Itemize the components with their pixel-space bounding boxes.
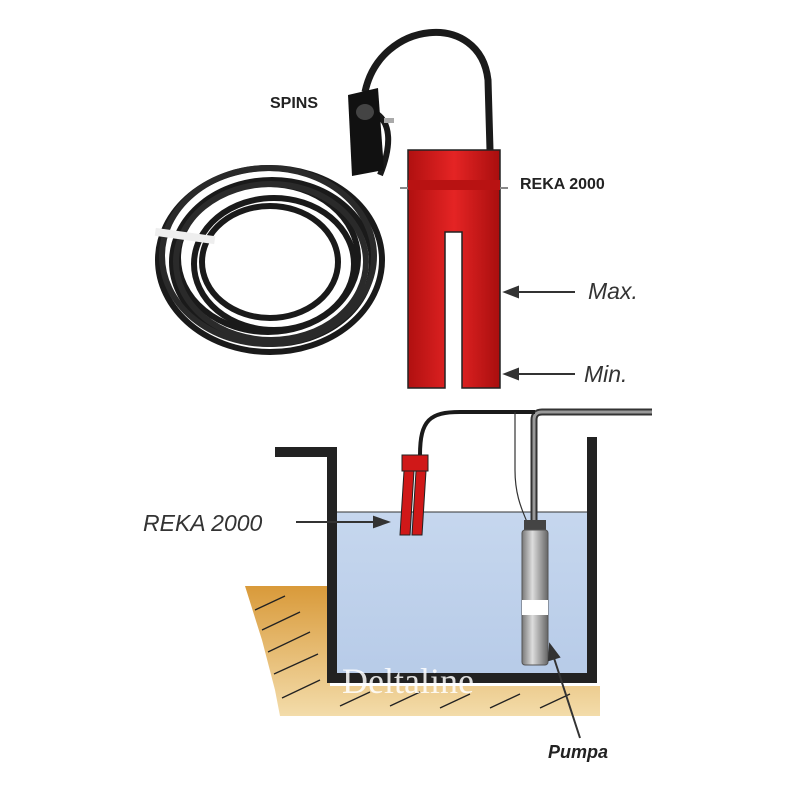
reka-sensor-large — [400, 149, 508, 389]
pump-label: Pumpa — [548, 742, 609, 762]
watermark: Deltaline — [342, 661, 474, 701]
cable-tie — [154, 227, 216, 245]
max-level-label: Max. — [588, 278, 638, 304]
tank — [275, 437, 597, 683]
reka-sensor-small — [399, 454, 429, 536]
pump-icon — [521, 520, 549, 666]
min-level-label: Min. — [584, 361, 628, 387]
plug-label: SPINS — [270, 95, 319, 112]
ground — [245, 586, 600, 716]
sensor-label-tank: REKA 2000 — [143, 510, 263, 536]
sensor-label-top: REKA 2000 — [520, 176, 605, 193]
plug-icon — [348, 88, 394, 176]
